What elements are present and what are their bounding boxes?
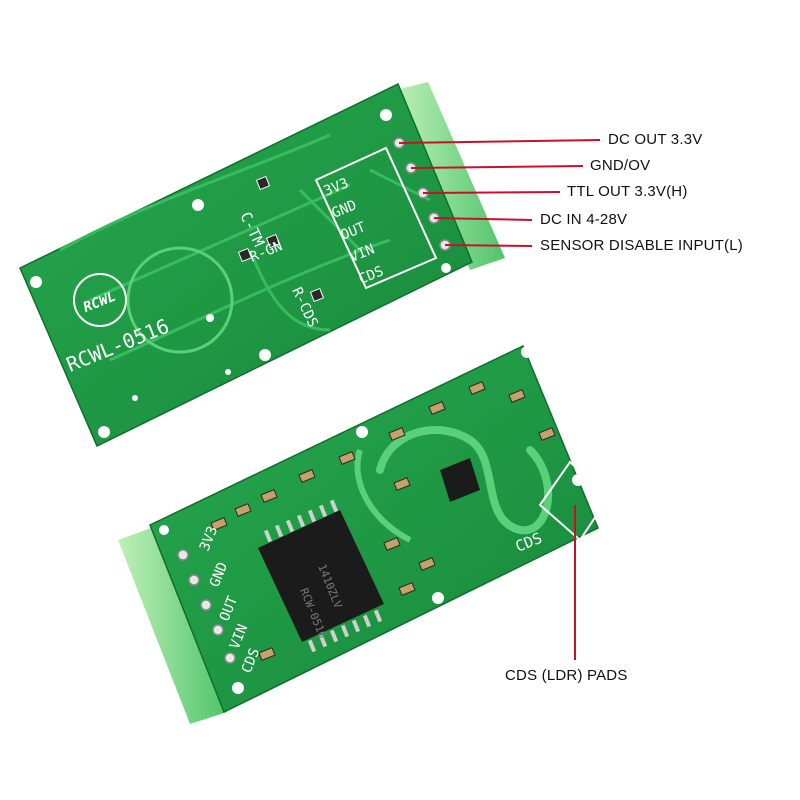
bottom-board: CDS RCW-0516 1410ZLV xyxy=(118,344,610,724)
top-mounting-holes xyxy=(30,109,451,438)
pin-label-gnd: GND/OV xyxy=(590,157,651,174)
bottom-board-pcb xyxy=(149,344,599,714)
pin-label-ttl-out: TTL OUT 3.3V(H) xyxy=(567,183,688,200)
pin-label-sensor-disable: SENSOR DISABLE INPUT(L) xyxy=(540,237,743,254)
bottom-board-edge xyxy=(118,527,227,724)
bottom-pin-holes xyxy=(177,549,236,664)
transistor xyxy=(440,458,480,502)
top-board-edge xyxy=(395,82,505,270)
pin-label-dc-in: DC IN 4-28V xyxy=(540,211,628,228)
antenna-trace xyxy=(376,426,553,535)
smd-components xyxy=(210,381,556,661)
pin-label-dc-out: DC OUT 3.3V xyxy=(608,131,703,148)
pin-leader-lines xyxy=(398,139,601,247)
top-board-pcb xyxy=(19,82,473,448)
cds-ldr-pads-label: CDS (LDR) PADS xyxy=(505,667,628,684)
top-board: RCWL RCWL-0516 C-TM R-GN R-CDS 3V3 xyxy=(19,82,505,448)
cds-pad xyxy=(538,460,610,542)
top-pin-holes xyxy=(393,137,451,251)
ic-chip: RCW-0516 1410ZLV xyxy=(258,499,384,653)
antenna-circle xyxy=(126,246,234,354)
bottom-mounting-holes xyxy=(159,346,533,694)
top-pin-box xyxy=(314,146,438,290)
